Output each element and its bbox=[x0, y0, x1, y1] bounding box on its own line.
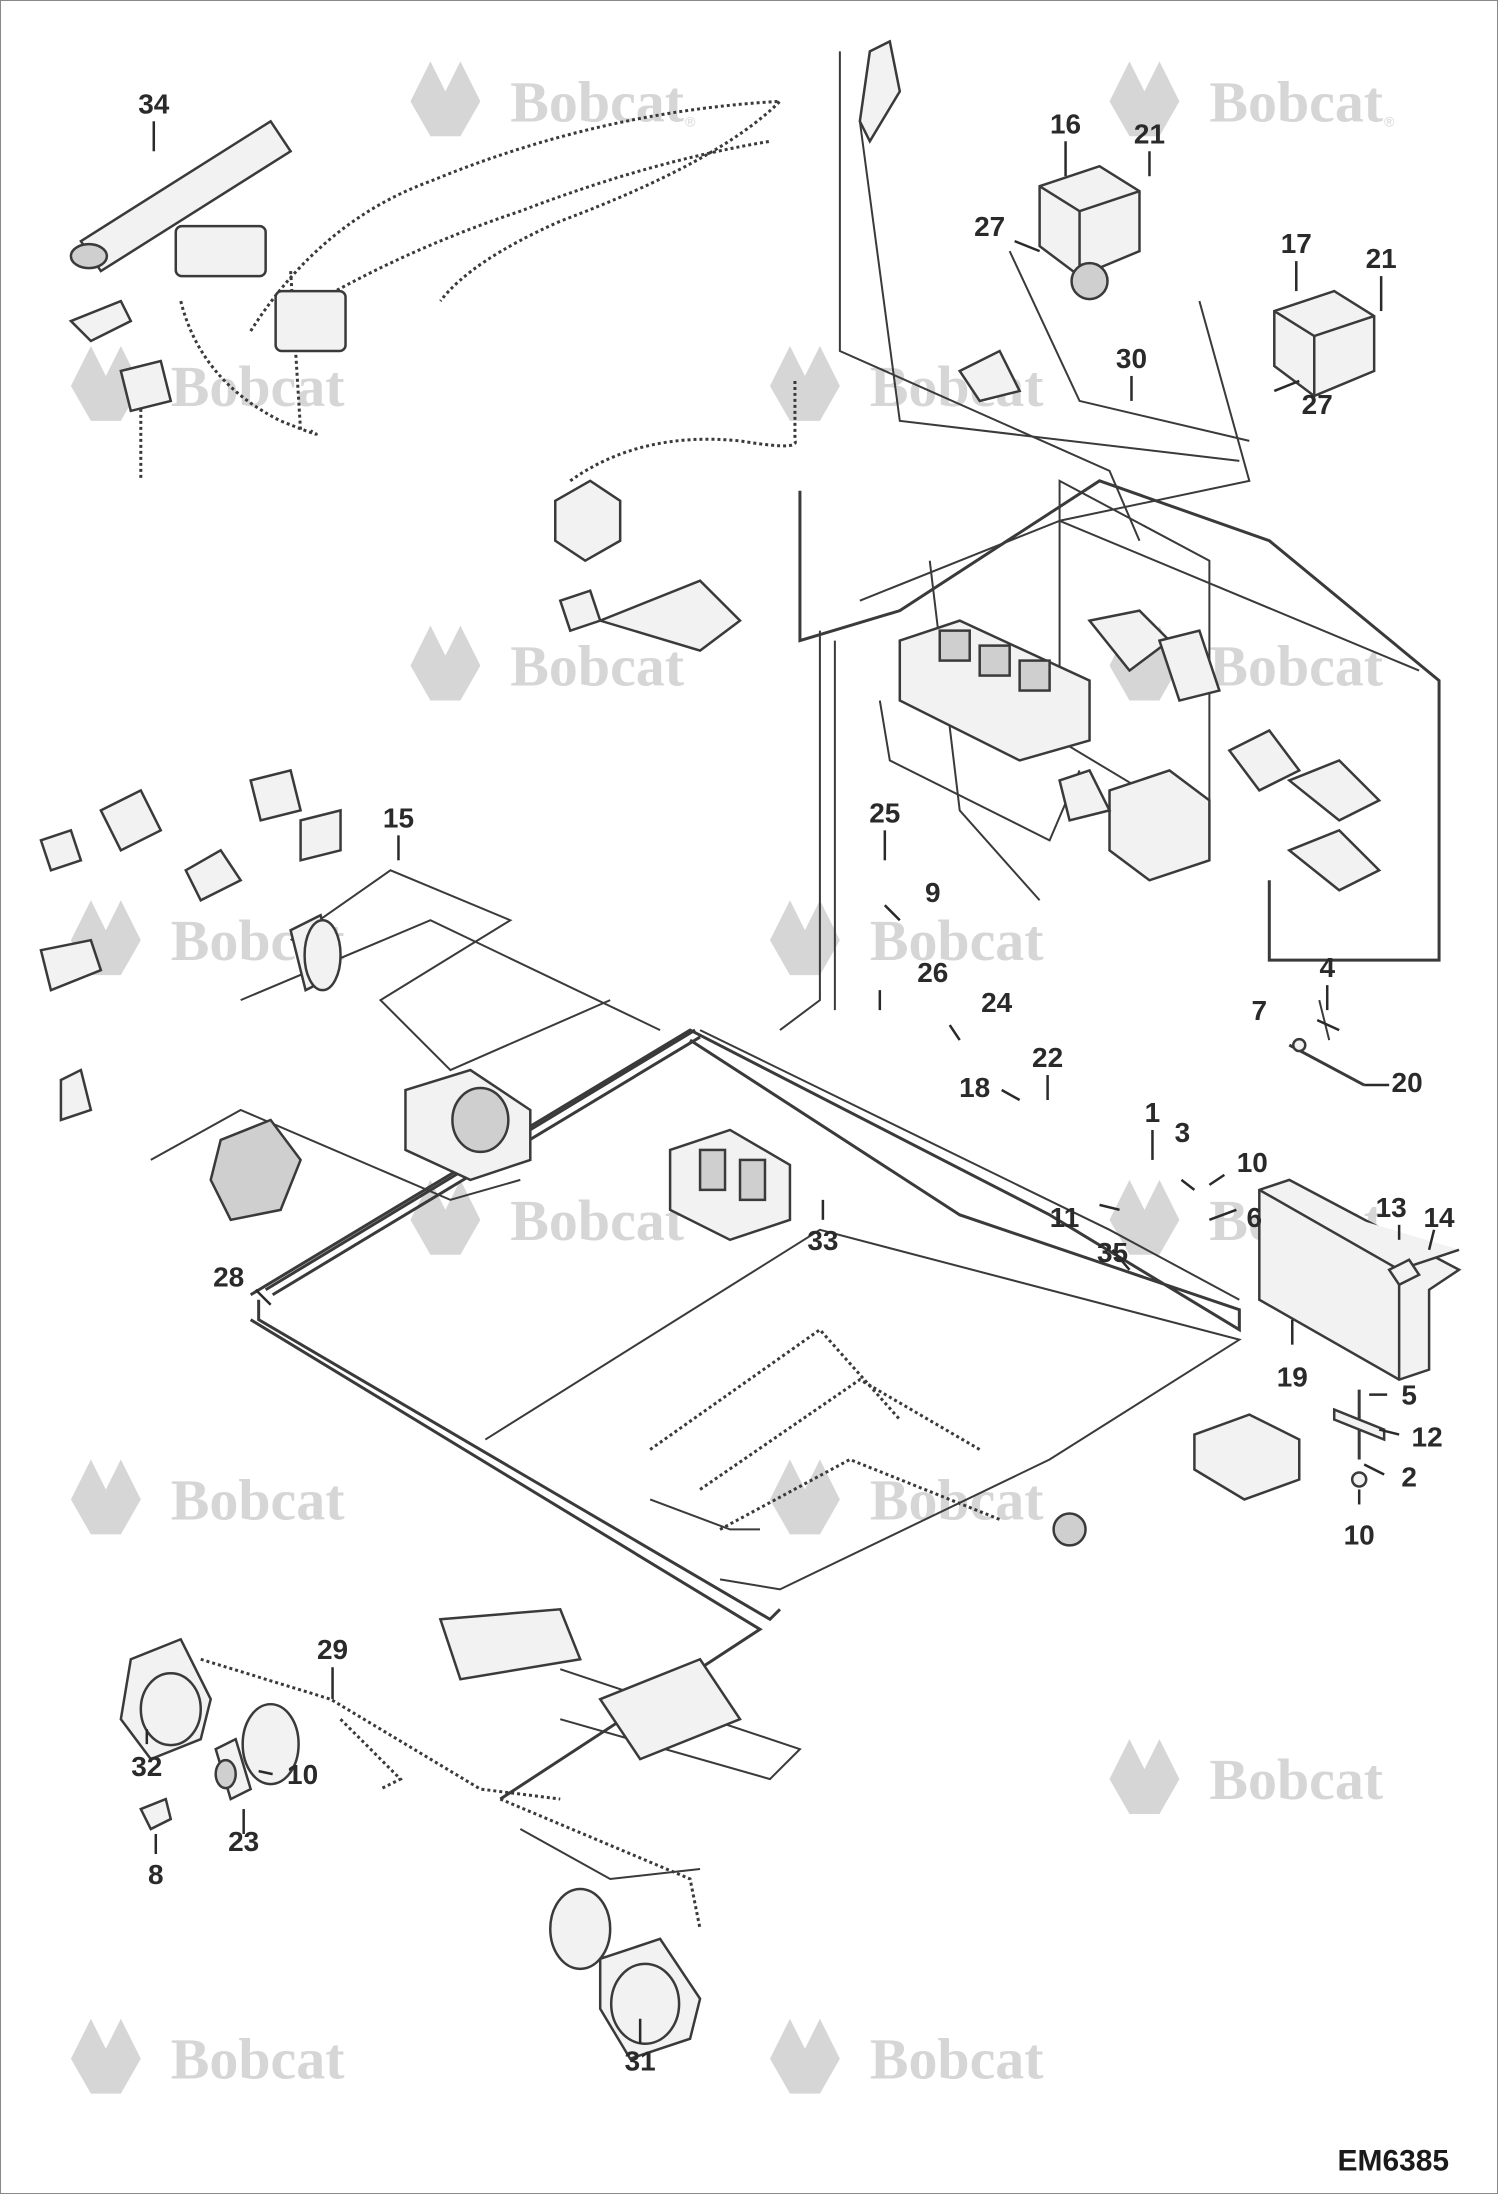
callout-35: 35 bbox=[1097, 1237, 1128, 1268]
watermark-text: Bobcat bbox=[510, 69, 684, 134]
callout-18: 18 bbox=[959, 1072, 990, 1103]
watermark-text: Bobcat bbox=[510, 634, 684, 699]
engine-block bbox=[404, 1068, 532, 1182]
callout-2: 2 bbox=[1401, 1461, 1417, 1492]
watermark-logo: Bobcat bbox=[410, 625, 685, 701]
callout-10: 10 bbox=[287, 1759, 318, 1790]
callout-25: 25 bbox=[869, 797, 900, 828]
callout-21: 21 bbox=[1366, 243, 1397, 274]
components bbox=[39, 39, 1462, 2061]
callout-10: 10 bbox=[1237, 1147, 1268, 1178]
callout-33: 33 bbox=[807, 1225, 838, 1256]
connector bbox=[174, 224, 267, 278]
battery bbox=[1258, 1178, 1462, 1381]
callout-13: 13 bbox=[1376, 1192, 1407, 1223]
box-component bbox=[1193, 1413, 1301, 1501]
watermark-logo: Bobcat ® bbox=[1109, 61, 1395, 137]
watermark-mark: ® bbox=[685, 113, 696, 129]
callout-10: 10 bbox=[1344, 1519, 1375, 1550]
lamp bbox=[241, 1702, 300, 1786]
valve-block bbox=[898, 609, 1382, 892]
callout-16: 16 bbox=[1050, 108, 1081, 139]
watermark-logo: Bobcat bbox=[769, 900, 1044, 976]
callout-23: 23 bbox=[228, 1826, 259, 1857]
callout-28: 28 bbox=[213, 1262, 244, 1293]
connector bbox=[274, 289, 347, 353]
callout-19: 19 bbox=[1277, 1362, 1308, 1393]
callout-11: 11 bbox=[1050, 1202, 1080, 1233]
drawing-reference-code: EM6385 bbox=[1338, 2145, 1450, 2178]
watermark-text: Bobcat bbox=[1209, 1747, 1383, 1812]
callout-29: 29 bbox=[317, 1634, 348, 1665]
watermark-text: Bobcat bbox=[1209, 69, 1383, 134]
callout-30: 30 bbox=[1116, 343, 1147, 374]
callout-12: 12 bbox=[1412, 1422, 1443, 1453]
watermark-text: Bobcat bbox=[870, 2027, 1044, 2092]
callout-15: 15 bbox=[383, 802, 414, 833]
watermark-logo: Bobcat bbox=[769, 2018, 1044, 2094]
screw bbox=[139, 1797, 173, 1831]
junction-box bbox=[554, 479, 622, 563]
callout-1: 1 bbox=[1145, 1097, 1161, 1128]
watermark-logo: Bobcat bbox=[70, 1459, 345, 1535]
callout-14: 14 bbox=[1424, 1202, 1456, 1233]
starter bbox=[289, 913, 342, 992]
watermark-text: Bobcat bbox=[171, 354, 345, 419]
callout-22: 22 bbox=[1032, 1042, 1063, 1073]
lamp-31 bbox=[549, 1887, 702, 2061]
watermark-logo: Bobcat bbox=[410, 1179, 685, 1255]
callout-32: 32 bbox=[131, 1751, 162, 1782]
callout-6: 6 bbox=[1247, 1202, 1263, 1233]
watermark-text: Bobcat bbox=[870, 1467, 1044, 1532]
watermark-text: Bobcat bbox=[171, 1467, 345, 1532]
lamp-32 bbox=[119, 1637, 213, 1761]
watermark-logo: Bobcat ® bbox=[410, 61, 696, 137]
bracket bbox=[858, 39, 902, 144]
callout-7: 7 bbox=[1252, 995, 1268, 1026]
watermark-logo: Bobcat bbox=[769, 1459, 1044, 1535]
callout-17: 17 bbox=[1281, 228, 1312, 259]
callout-27: 27 bbox=[1302, 389, 1333, 420]
watermark-mark: ® bbox=[1384, 113, 1395, 129]
callout-24: 24 bbox=[981, 987, 1013, 1018]
callout-9: 9 bbox=[925, 877, 941, 908]
callout-27: 27 bbox=[974, 211, 1005, 242]
watermark-logo: Bobcat bbox=[70, 2018, 345, 2094]
watermark-logo: Bobcat bbox=[70, 346, 345, 421]
watermark-text: Bobcat bbox=[1209, 634, 1383, 699]
callout-21: 21 bbox=[1134, 118, 1165, 149]
leader-lines bbox=[145, 121, 1436, 2044]
module-17 bbox=[1273, 289, 1376, 398]
solenoid-block bbox=[668, 1128, 792, 1242]
callout-5: 5 bbox=[1401, 1380, 1417, 1411]
callout-4: 4 bbox=[1319, 952, 1335, 983]
watermark-logo: Bobcat bbox=[1109, 1739, 1384, 1815]
watermark-group: Bobcat ® Bobcat ® Bobcat Bobcat Bobcat B… bbox=[70, 61, 1395, 2094]
callout-3: 3 bbox=[1175, 1117, 1191, 1148]
tube-component bbox=[69, 119, 293, 273]
callout-20: 20 bbox=[1392, 1067, 1423, 1098]
callout-8: 8 bbox=[148, 1859, 164, 1890]
callout-34: 34 bbox=[138, 88, 170, 119]
watermark-text: Bobcat bbox=[510, 1188, 684, 1253]
callout-26: 26 bbox=[917, 957, 948, 988]
callouts: 34 16 21 27 17 21 30 27 15 25 9 26 24 4 … bbox=[131, 88, 1455, 2076]
watermark-text: Bobcat bbox=[171, 2027, 345, 2092]
callout-31: 31 bbox=[625, 2046, 656, 2077]
module-16 bbox=[1038, 164, 1141, 278]
